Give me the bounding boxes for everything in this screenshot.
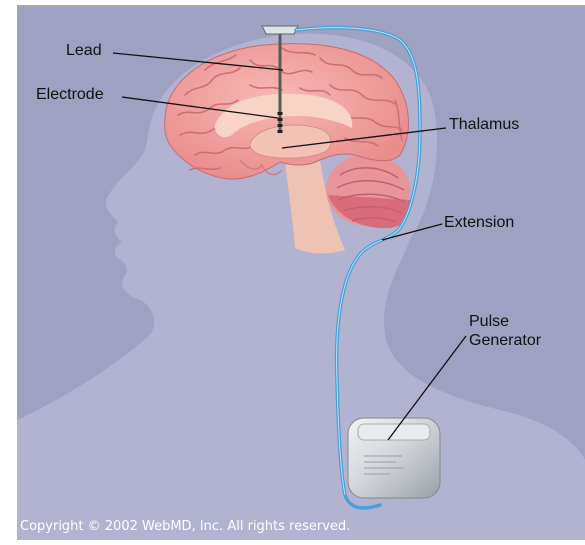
pulse-generator-label-line1: Pulse [469,312,509,331]
extension-label: Extension [444,213,514,232]
thalamus-label: Thalamus [449,115,519,134]
pulse-generator-device [348,418,440,498]
pulse-generator-label-line2: Generator [469,331,541,350]
electrode-label: Electrode [36,85,104,104]
lead-label: Lead [66,41,102,60]
burr-hole-cap [262,26,298,34]
left-white-margin [0,0,17,540]
copyright-notice: Copyright © 2002 WebMD, Inc. All rights … [20,519,350,534]
